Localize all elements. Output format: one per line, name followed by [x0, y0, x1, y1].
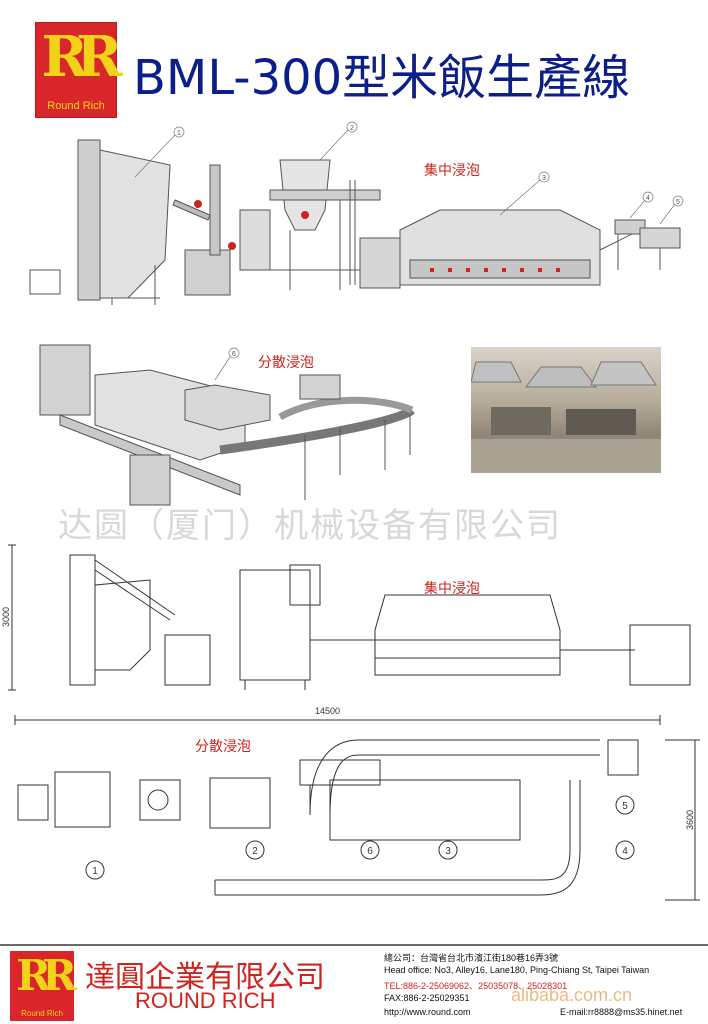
callout-4-plan: 4: [622, 846, 628, 857]
head-office-english: Head office: No3, Alley16, Lane180, Ping…: [384, 965, 650, 975]
callout-6-plan: 6: [367, 846, 373, 857]
callout-2-plan: 2: [252, 846, 258, 857]
dispersed-soak-label-plan: 分散浸泡: [195, 739, 251, 755]
factory-photo: [471, 347, 661, 473]
head-office-chinese: 總公司：台灣省台北市濱江街180巷16弄3號: [384, 953, 559, 963]
email-link[interactable]: E-mail:rr8888@ms35.hinet.net: [560, 1007, 683, 1017]
footer-logo: RR Round Rich: [10, 951, 77, 1021]
dimension-length: 14500: [315, 706, 341, 716]
footer-divider: [0, 944, 708, 946]
dimension-height: 3000: [1, 606, 12, 628]
production-line-illustration: 1 2 3 4 5: [29, 121, 684, 305]
rr-logo-icon: RR: [41, 24, 122, 90]
page-title: BML-300型米飯生產線: [133, 50, 631, 106]
elevation-drawing: [8, 544, 691, 691]
dispersed-soak-label-mid: 分散浸泡: [258, 355, 314, 371]
callout-5-plan: 5: [622, 801, 628, 812]
company-name-english: ROUND RICH: [135, 988, 276, 1013]
company-name-chinese: 達圓企業有限公司: [85, 960, 325, 995]
callout-3-plan: 3: [445, 846, 451, 857]
callout-3-top: 3: [542, 175, 546, 182]
website-link[interactable]: http://www.round.com: [384, 1007, 471, 1017]
central-soak-label-elevation: 集中浸泡: [424, 581, 480, 597]
company-watermark: 达圆（厦门）机械设备有限公司: [58, 506, 562, 546]
callout-2-top: 2: [350, 125, 354, 132]
fax-number: FAX:886-2-25029351: [384, 993, 470, 1003]
callout-5-top: 5: [676, 199, 680, 206]
callout-4-top: 4: [646, 195, 650, 202]
rr-logo-icon-footer: RR: [16, 951, 77, 1000]
round-rich-logo: RR Round Rich: [35, 22, 123, 118]
dispersed-soak-illustration: 6: [39, 344, 415, 506]
callout-6-mid: 6: [232, 351, 236, 358]
callout-1-plan: 1: [92, 866, 98, 877]
plan-view-drawing: 1 2 6 3 4 5: [14, 715, 700, 901]
alibaba-watermark: alibaba.com.cn: [511, 985, 633, 1005]
callout-1-top: 1: [177, 130, 181, 137]
logo-caption: Round Rich: [47, 100, 105, 112]
central-soak-label-top: 集中浸泡: [424, 163, 480, 179]
footer-logo-caption: Round Rich: [21, 1009, 63, 1018]
dimension-depth: 3600: [685, 809, 696, 831]
telephone-numbers: TEL:886-2-25069062、25035078、25028301: [384, 981, 568, 991]
